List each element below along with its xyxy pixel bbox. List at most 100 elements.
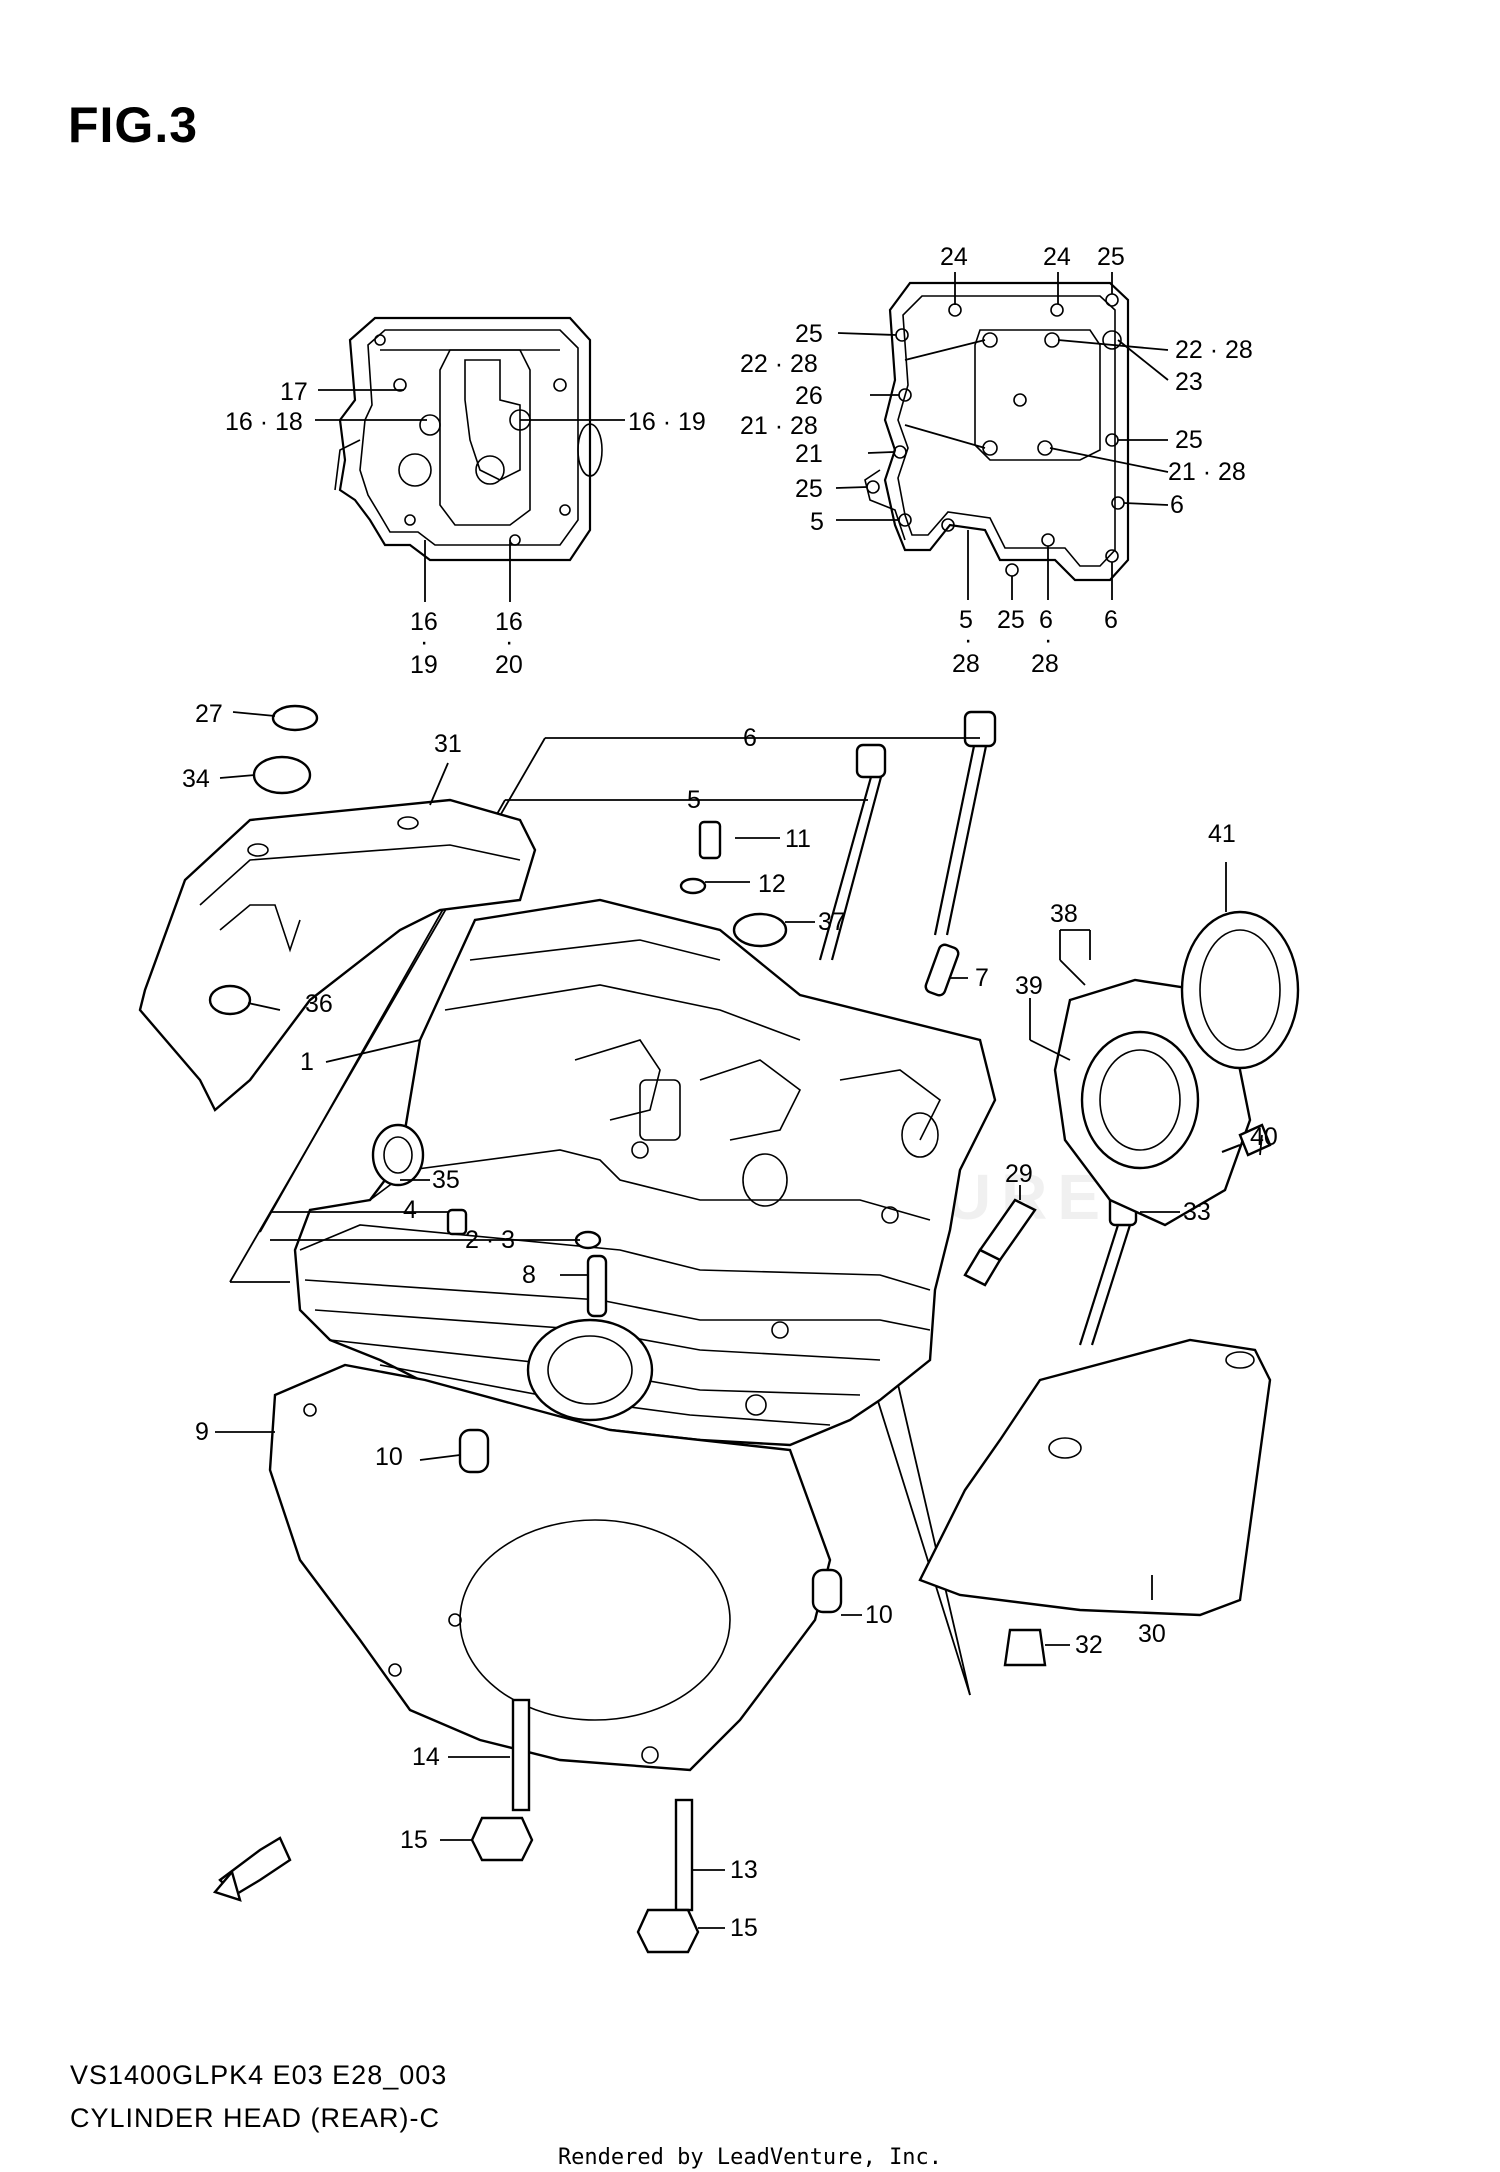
callout-21-28-right: 21 · 28 bbox=[1168, 458, 1246, 486]
dowel-4 bbox=[446, 1208, 468, 1236]
grommet-36 bbox=[208, 984, 252, 1016]
rendered-by-credit: Rendered by LeadVenture, Inc. bbox=[557, 2145, 943, 2170]
callout-22-28-right: 22 · 28 bbox=[1175, 336, 1253, 364]
callout-25-left-b: 25 bbox=[795, 475, 823, 503]
callout-6-right: 6 bbox=[1170, 491, 1184, 519]
fwd-arrow-icon bbox=[212, 1836, 292, 1902]
callout-dot-b: · bbox=[505, 628, 513, 656]
stud-14 bbox=[511, 1698, 531, 1812]
callout-8: 8 bbox=[522, 1261, 536, 1289]
inset-head-cover-view bbox=[864, 281, 1130, 582]
stud-13 bbox=[674, 1798, 694, 1912]
inset-right-leaders bbox=[835, 272, 1169, 600]
callout-5: 5 bbox=[687, 786, 701, 814]
callout-16-18: 16 · 18 bbox=[225, 408, 303, 436]
callout-16-bottom-a: 16 bbox=[410, 608, 438, 636]
callout-7: 7 bbox=[975, 964, 989, 992]
head-cover-31 bbox=[138, 798, 537, 1112]
grommet-34 bbox=[252, 755, 312, 795]
callout-dot-a: · bbox=[420, 628, 428, 656]
figure-caption: CYLINDER HEAD (REAR)-C bbox=[70, 2103, 441, 2133]
cover-30 bbox=[918, 1338, 1272, 1617]
spark-plug-29 bbox=[963, 1198, 1037, 1287]
callout-15b: 15 bbox=[730, 1914, 758, 1942]
callout-21-left: 21 bbox=[795, 440, 823, 468]
callout-17: 17 bbox=[280, 378, 308, 406]
callout-39: 39 bbox=[1015, 972, 1043, 1000]
callout-5-left: 5 bbox=[810, 508, 824, 536]
figure-title: FIG.3 bbox=[68, 97, 199, 153]
callout-25-bottom: 25 bbox=[997, 606, 1025, 634]
pin-8 bbox=[586, 1254, 608, 1318]
nut-15b bbox=[636, 1908, 700, 1954]
main-leaders bbox=[215, 711, 1263, 1929]
model-code: VS1400GLPK4 E03 E28_003 bbox=[70, 2060, 448, 2090]
callout-24-top-a: 24 bbox=[940, 243, 968, 271]
callout-25-top: 25 bbox=[1097, 243, 1125, 271]
callout-16-19: 16 · 19 bbox=[628, 408, 706, 436]
callout-9: 9 bbox=[195, 1418, 209, 1446]
inset-left-leaders bbox=[315, 389, 625, 602]
callout-16-bottom-b: 16 bbox=[495, 608, 523, 636]
washer-12 bbox=[679, 877, 707, 895]
callout-41: 41 bbox=[1208, 820, 1236, 848]
dowel-10b bbox=[811, 1568, 843, 1614]
clamp-41 bbox=[1180, 910, 1300, 1070]
callout-6-bottom-b: 6 bbox=[1104, 606, 1118, 634]
callout-25-right: 25 bbox=[1175, 426, 1203, 454]
callout-40: 40 bbox=[1250, 1123, 1278, 1151]
callout-5-bottom: 5 bbox=[959, 606, 973, 634]
callout-34: 34 bbox=[182, 765, 210, 793]
callout-31: 31 bbox=[434, 730, 462, 758]
callout-10b: 10 bbox=[865, 1601, 893, 1629]
callout-10a: 10 bbox=[375, 1443, 403, 1471]
callout-6: 6 bbox=[743, 724, 757, 752]
callout-25-left-a: 25 bbox=[795, 320, 823, 348]
callout-33: 33 bbox=[1183, 1198, 1211, 1226]
nut-15a bbox=[470, 1816, 534, 1862]
callout-23-right: 23 bbox=[1175, 368, 1203, 396]
callout-27: 27 bbox=[195, 700, 223, 728]
callout-35: 35 bbox=[432, 1166, 460, 1194]
callout-28-bottom-a: 28 bbox=[952, 650, 980, 678]
cap-27 bbox=[271, 704, 319, 732]
callout-14: 14 bbox=[412, 1743, 440, 1771]
callout-38: 38 bbox=[1050, 900, 1078, 928]
callout-37: 37 bbox=[818, 908, 846, 936]
grommet-32 bbox=[1003, 1628, 1047, 1667]
cylinder-head-1 bbox=[293, 898, 997, 1447]
callout-4: 4 bbox=[403, 1196, 417, 1224]
callout-28-bottom-b: 28 bbox=[1031, 650, 1059, 678]
callout-12: 12 bbox=[758, 870, 786, 898]
screw-40 bbox=[1238, 1123, 1272, 1157]
inset-head-top-view bbox=[334, 316, 603, 562]
callout-30: 30 bbox=[1138, 1620, 1166, 1648]
dowel-10a bbox=[458, 1428, 490, 1474]
callout-26-left: 26 bbox=[795, 382, 823, 410]
callout-dot-c: · bbox=[964, 626, 972, 654]
seal-35 bbox=[371, 1123, 425, 1187]
gasket-9 bbox=[268, 1363, 832, 1772]
bolt-6 bbox=[933, 710, 997, 936]
bolt-33 bbox=[1078, 1193, 1138, 1346]
pin-7 bbox=[924, 943, 960, 997]
callout-24-top-b: 24 bbox=[1043, 243, 1071, 271]
callout-32: 32 bbox=[1075, 1631, 1103, 1659]
bolt-11 bbox=[698, 820, 722, 860]
callout-1: 1 bbox=[300, 1048, 314, 1076]
plug-37 bbox=[732, 912, 788, 948]
callout-21-28-left: 21 · 28 bbox=[740, 412, 818, 440]
callout-11: 11 bbox=[785, 825, 811, 853]
callout-6-bottom-a: 6 bbox=[1039, 606, 1053, 634]
bolt-5 bbox=[818, 743, 887, 961]
callout-dot-d: · bbox=[1044, 626, 1052, 654]
callout-20-bottom: 20 bbox=[495, 651, 523, 679]
callout-15a: 15 bbox=[400, 1826, 428, 1854]
callout-19-bottom: 19 bbox=[410, 651, 438, 679]
callout-2-3: 2 · 3 bbox=[465, 1226, 515, 1254]
callout-29: 29 bbox=[1005, 1160, 1033, 1188]
callout-22-28-left: 22 · 28 bbox=[740, 350, 818, 378]
callout-36: 36 bbox=[305, 990, 333, 1018]
callout-13: 13 bbox=[730, 1856, 758, 1884]
